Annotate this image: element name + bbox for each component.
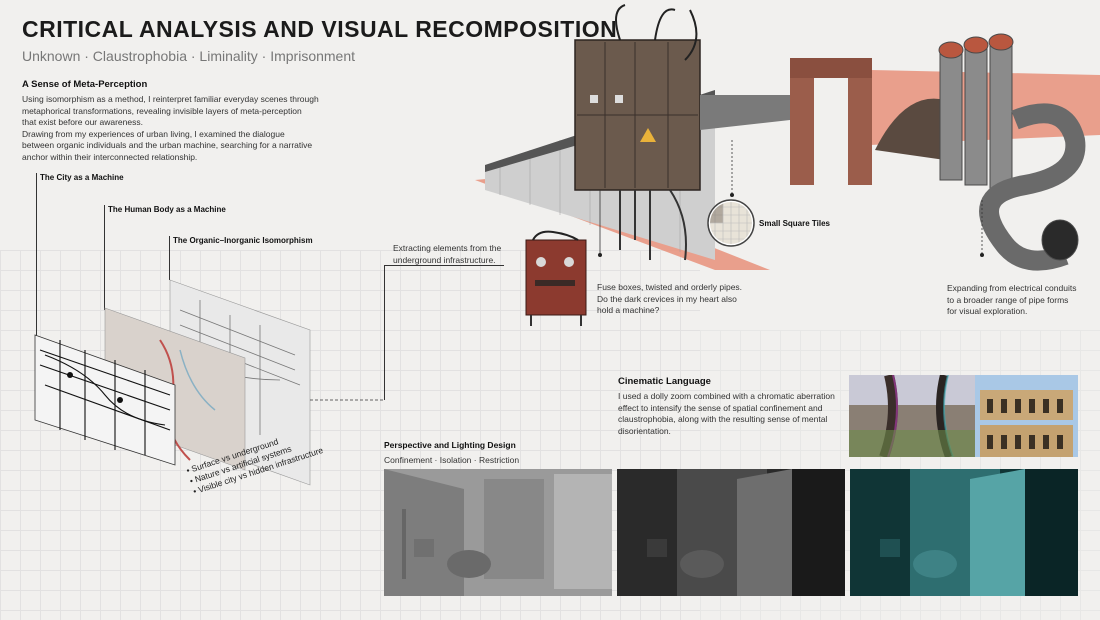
lighting-subheading: Confinement · Isolation · Restriction <box>384 455 520 465</box>
meta-line: that exist before our awareness. <box>22 117 143 127</box>
leader-line-isomorphism <box>169 236 170 280</box>
tile-magnifier <box>707 199 755 247</box>
layer-city-panel <box>34 334 176 466</box>
lighting-heading: Perspective and Lighting Design <box>384 440 516 450</box>
page-subtitle: Unknown · Claustrophobia · Liminality · … <box>22 48 356 64</box>
leader-line-city <box>36 173 37 338</box>
render-lit <box>617 469 845 596</box>
meta-line: anchor within their interconnected relat… <box>22 151 198 162</box>
meta-perception-text: Using isomorphism as a method, I reinter… <box>22 94 319 163</box>
electrical-cabinet <box>525 230 587 326</box>
warning-sign-icon <box>640 128 656 142</box>
hanging-cables <box>619 189 687 261</box>
connector-extract-h <box>384 265 504 266</box>
page-title: CRITICAL ANALYSIS AND VISUAL RECOMPOSITI… <box>22 16 618 42</box>
conduits-note: Expanding from electrical conduits to a … <box>947 283 1077 316</box>
pipe-forms <box>938 33 1086 271</box>
infrastructure-collage <box>475 4 1100 271</box>
cinematic-text: I used a dolly zoom combined with a chro… <box>618 391 835 436</box>
extracting-note: Extracting elements from the underground… <box>393 243 502 265</box>
leader-line-body <box>104 205 105 310</box>
label-body-machine: The Human Body as a Machine <box>108 205 226 214</box>
label-city-machine: The City as a Machine <box>40 173 124 182</box>
meta-line: Using isomorphism as a method, I reinter… <box>22 94 319 104</box>
cinematic-heading: Cinematic Language <box>618 376 711 387</box>
label-isomorphism: The Organic–Inorganic Isomorphism <box>173 236 313 245</box>
city-wires <box>39 340 171 455</box>
render-grey <box>384 469 612 596</box>
corridor <box>700 95 790 130</box>
meta-perception-heading: A Sense of Meta-Perception <box>22 79 148 90</box>
meta-line: metaphorical transformations, revealing … <box>22 105 302 116</box>
brick-arch-right <box>848 70 872 185</box>
fuse-note: Fuse boxes, twisted and orderly pipes. D… <box>597 282 743 315</box>
render-cyan <box>850 469 1078 596</box>
meta-line: Drawing from my experiences of urban liv… <box>22 128 285 139</box>
connector-extract <box>384 265 385 400</box>
chromatic-tree-photo <box>849 375 975 457</box>
isometric-layer-stack <box>34 279 385 486</box>
chromatic-building-photo <box>975 375 1078 457</box>
meta-line: between organic individuals and the urba… <box>22 140 313 150</box>
tunnel-arch <box>875 98 945 160</box>
brick-arch-left <box>790 65 814 185</box>
label-small-square-tiles: Small Square Tiles <box>759 219 830 228</box>
